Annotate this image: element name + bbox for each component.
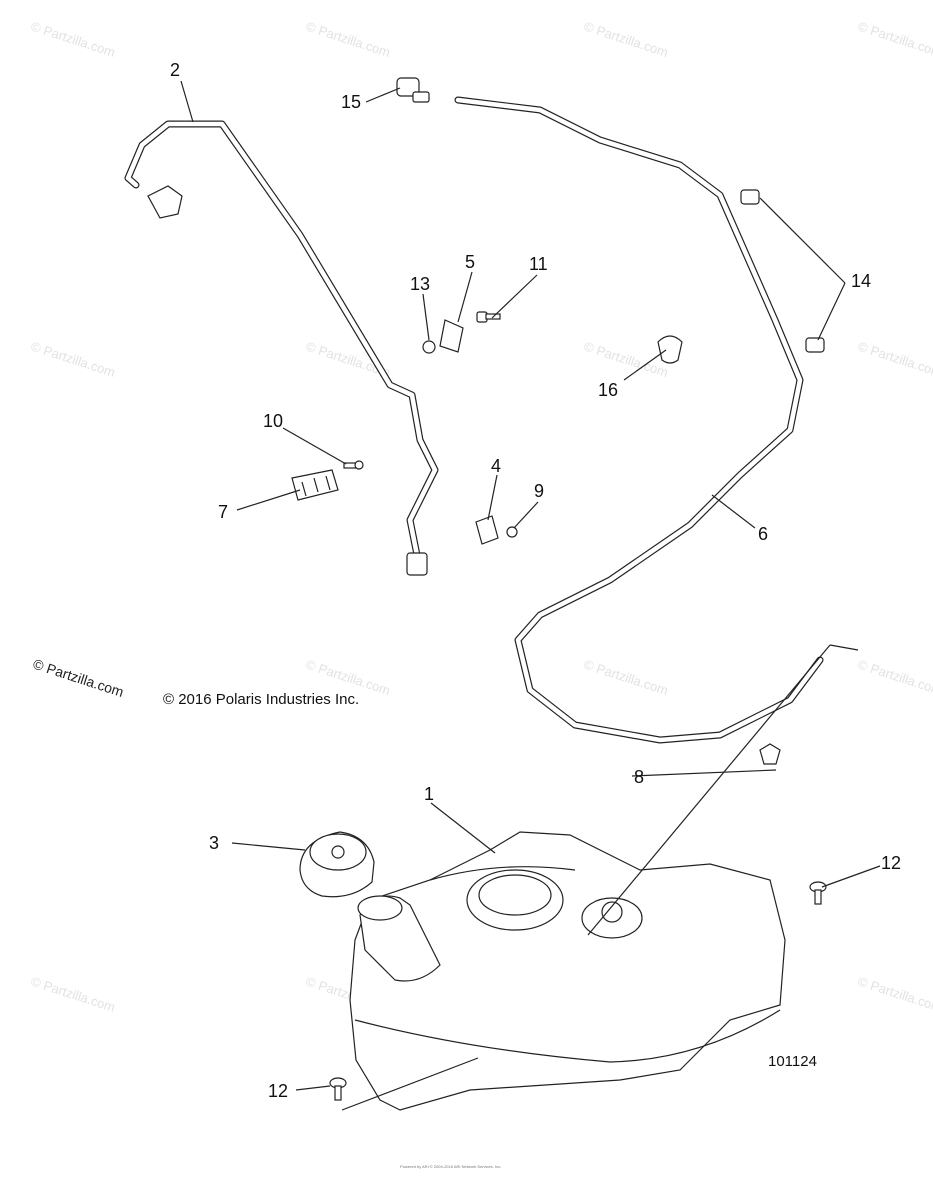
footer-text: Powered by ARI © 2004-2016 ARI Network S… <box>400 1164 501 1169</box>
clip-part-8 <box>759 743 781 765</box>
callout-13: 13 <box>410 274 430 294</box>
partzilla-logo: © Partzilla.com <box>31 656 126 700</box>
watermark: © Partzilla.com <box>582 657 670 698</box>
callout-3: 3 <box>209 833 219 853</box>
leader-lines <box>180 80 881 1111</box>
vent-hose-part-2 <box>124 120 439 576</box>
bracket-part-4 <box>475 515 499 545</box>
screw-part-10 <box>343 460 364 470</box>
screw-part-12-bottom <box>329 1077 347 1101</box>
clip-part-14 <box>740 189 825 353</box>
watermark: © Partzilla.com <box>856 974 933 1015</box>
callout-7: 7 <box>218 502 228 522</box>
diagram-number: 101124 <box>768 1053 817 1070</box>
callout-8: 8 <box>634 767 644 787</box>
callout-4: 4 <box>491 456 501 476</box>
fitting-part-15 <box>396 77 430 103</box>
callout-6: 6 <box>758 524 768 544</box>
watermark: © Partzilla.com <box>582 19 670 60</box>
screw-part-12-right <box>809 881 827 905</box>
fuel-hose-part-6 <box>454 96 824 744</box>
fuel-tank-part-1 <box>349 831 786 1111</box>
callout-16: 16 <box>598 380 618 400</box>
fuel-cap-part-3 <box>299 831 375 898</box>
watermark: © Partzilla.com <box>29 339 117 380</box>
callout-2: 2 <box>170 60 180 80</box>
callout-10: 10 <box>263 411 283 431</box>
watermark: © Partzilla.com <box>29 19 117 60</box>
callout-labels: 2 15 5 11 13 14 16 10 7 4 9 6 8 1 3 12 1… <box>170 60 901 1101</box>
watermark: © Partzilla.com <box>304 339 392 380</box>
callout-11: 11 <box>529 254 548 274</box>
copyright-text: © 2016 Polaris Industries Inc. <box>163 691 359 708</box>
callout-1: 1 <box>424 784 434 804</box>
watermark: © Partzilla.com <box>582 339 670 380</box>
callout-12: 12 <box>268 1081 288 1101</box>
nut-part-13 <box>422 340 436 354</box>
watermark: © Partzilla.com <box>304 19 392 60</box>
callout-12: 12 <box>881 853 901 873</box>
callout-9: 9 <box>534 481 544 501</box>
callout-15: 15 <box>341 92 361 112</box>
clip-part-7 <box>291 469 339 501</box>
watermark: © Partzilla.com <box>856 339 933 380</box>
watermark: © Partzilla.com <box>29 974 117 1015</box>
watermark: © Partzilla.com <box>856 19 933 60</box>
clip-part-16 <box>657 335 683 364</box>
nut-part-9 <box>506 526 518 538</box>
bracket-part-5 <box>439 319 464 353</box>
callout-5: 5 <box>465 252 475 272</box>
watermark: © Partzilla.com <box>856 657 933 698</box>
callout-14: 14 <box>851 271 871 291</box>
